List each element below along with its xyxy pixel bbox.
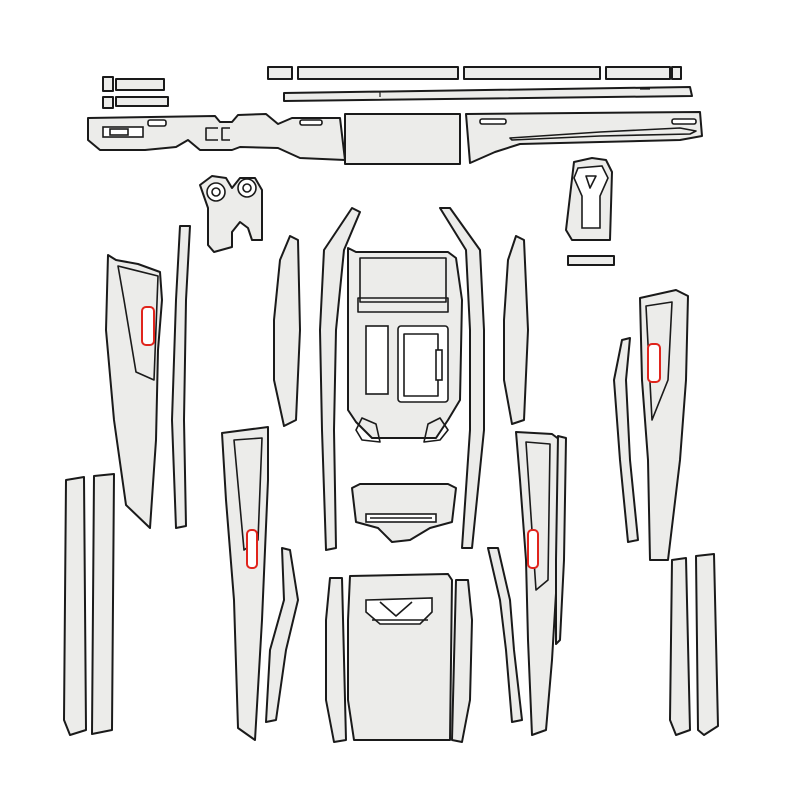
steering-button-panel: [199, 175, 263, 253]
left-sill-plate-outer: [63, 476, 87, 736]
left-sill-plates: [63, 473, 115, 736]
top-strip-3: [463, 66, 601, 80]
console-side-strips: [319, 207, 485, 551]
top-strip-4: [605, 66, 671, 80]
left-sill-plate-inner: [91, 473, 115, 735]
rear-left-red-accent: [246, 529, 258, 569]
rear-right-door-strip-2: [555, 435, 567, 645]
front-left-red-accent: [141, 306, 155, 346]
top-strip-1: [267, 66, 293, 80]
small-strip-a: [102, 76, 114, 92]
top-strip-2: [297, 66, 459, 80]
rear-right-door-strip: [487, 547, 523, 723]
console-side-strip-left: [319, 207, 361, 551]
small-strips-top-left: [102, 76, 169, 109]
front-right-door-trim: [613, 289, 689, 561]
center-vent-bracket-icon: [205, 127, 230, 141]
console-vent-piece: [351, 483, 457, 543]
dashboard-center-screen: [344, 113, 461, 165]
pillar-strip-right: [503, 235, 529, 425]
rear-console-strip-left: [325, 577, 347, 743]
rear-left-door-strip: [265, 547, 299, 723]
gear-shifter-panel: [565, 157, 615, 266]
rear-console-strip-right: [451, 579, 473, 743]
dashboard-right-panel: [465, 111, 703, 164]
console-upper-display: [359, 257, 447, 303]
shifter-cutout-icon: [573, 165, 609, 229]
front-right-red-accent: [647, 343, 661, 383]
rear-left-door-trim: [221, 426, 299, 741]
shifter-bottom-strip: [567, 255, 615, 266]
console-cupholder-outline: [355, 417, 449, 443]
front-left-door-strip: [171, 225, 191, 529]
long-trim-notch: [370, 88, 650, 97]
rear-right-door-trim: [487, 431, 567, 736]
top-strip-5: [671, 66, 682, 80]
rear-console-trim: [325, 573, 473, 743]
front-right-door-strip: [613, 337, 639, 543]
center-console-main: [347, 247, 463, 443]
pillar-strip-left: [273, 235, 301, 427]
right-sill-plates: [669, 553, 719, 736]
long-trim-strip: [283, 86, 693, 102]
small-strip-d: [115, 96, 169, 107]
console-left-slot: [365, 325, 389, 395]
right-sill-plate-inner: [695, 553, 719, 736]
top-strip-group: [267, 66, 693, 102]
small-strip-b: [115, 78, 165, 91]
rear-right-red-accent: [527, 529, 539, 569]
front-left-door-trim: [105, 225, 191, 529]
console-side-strip-right: [439, 207, 485, 549]
small-strip-c: [102, 96, 114, 109]
dashboard-left-panel: [87, 113, 346, 161]
right-sill-plate-outer: [669, 557, 691, 736]
console-tray: [397, 325, 449, 403]
